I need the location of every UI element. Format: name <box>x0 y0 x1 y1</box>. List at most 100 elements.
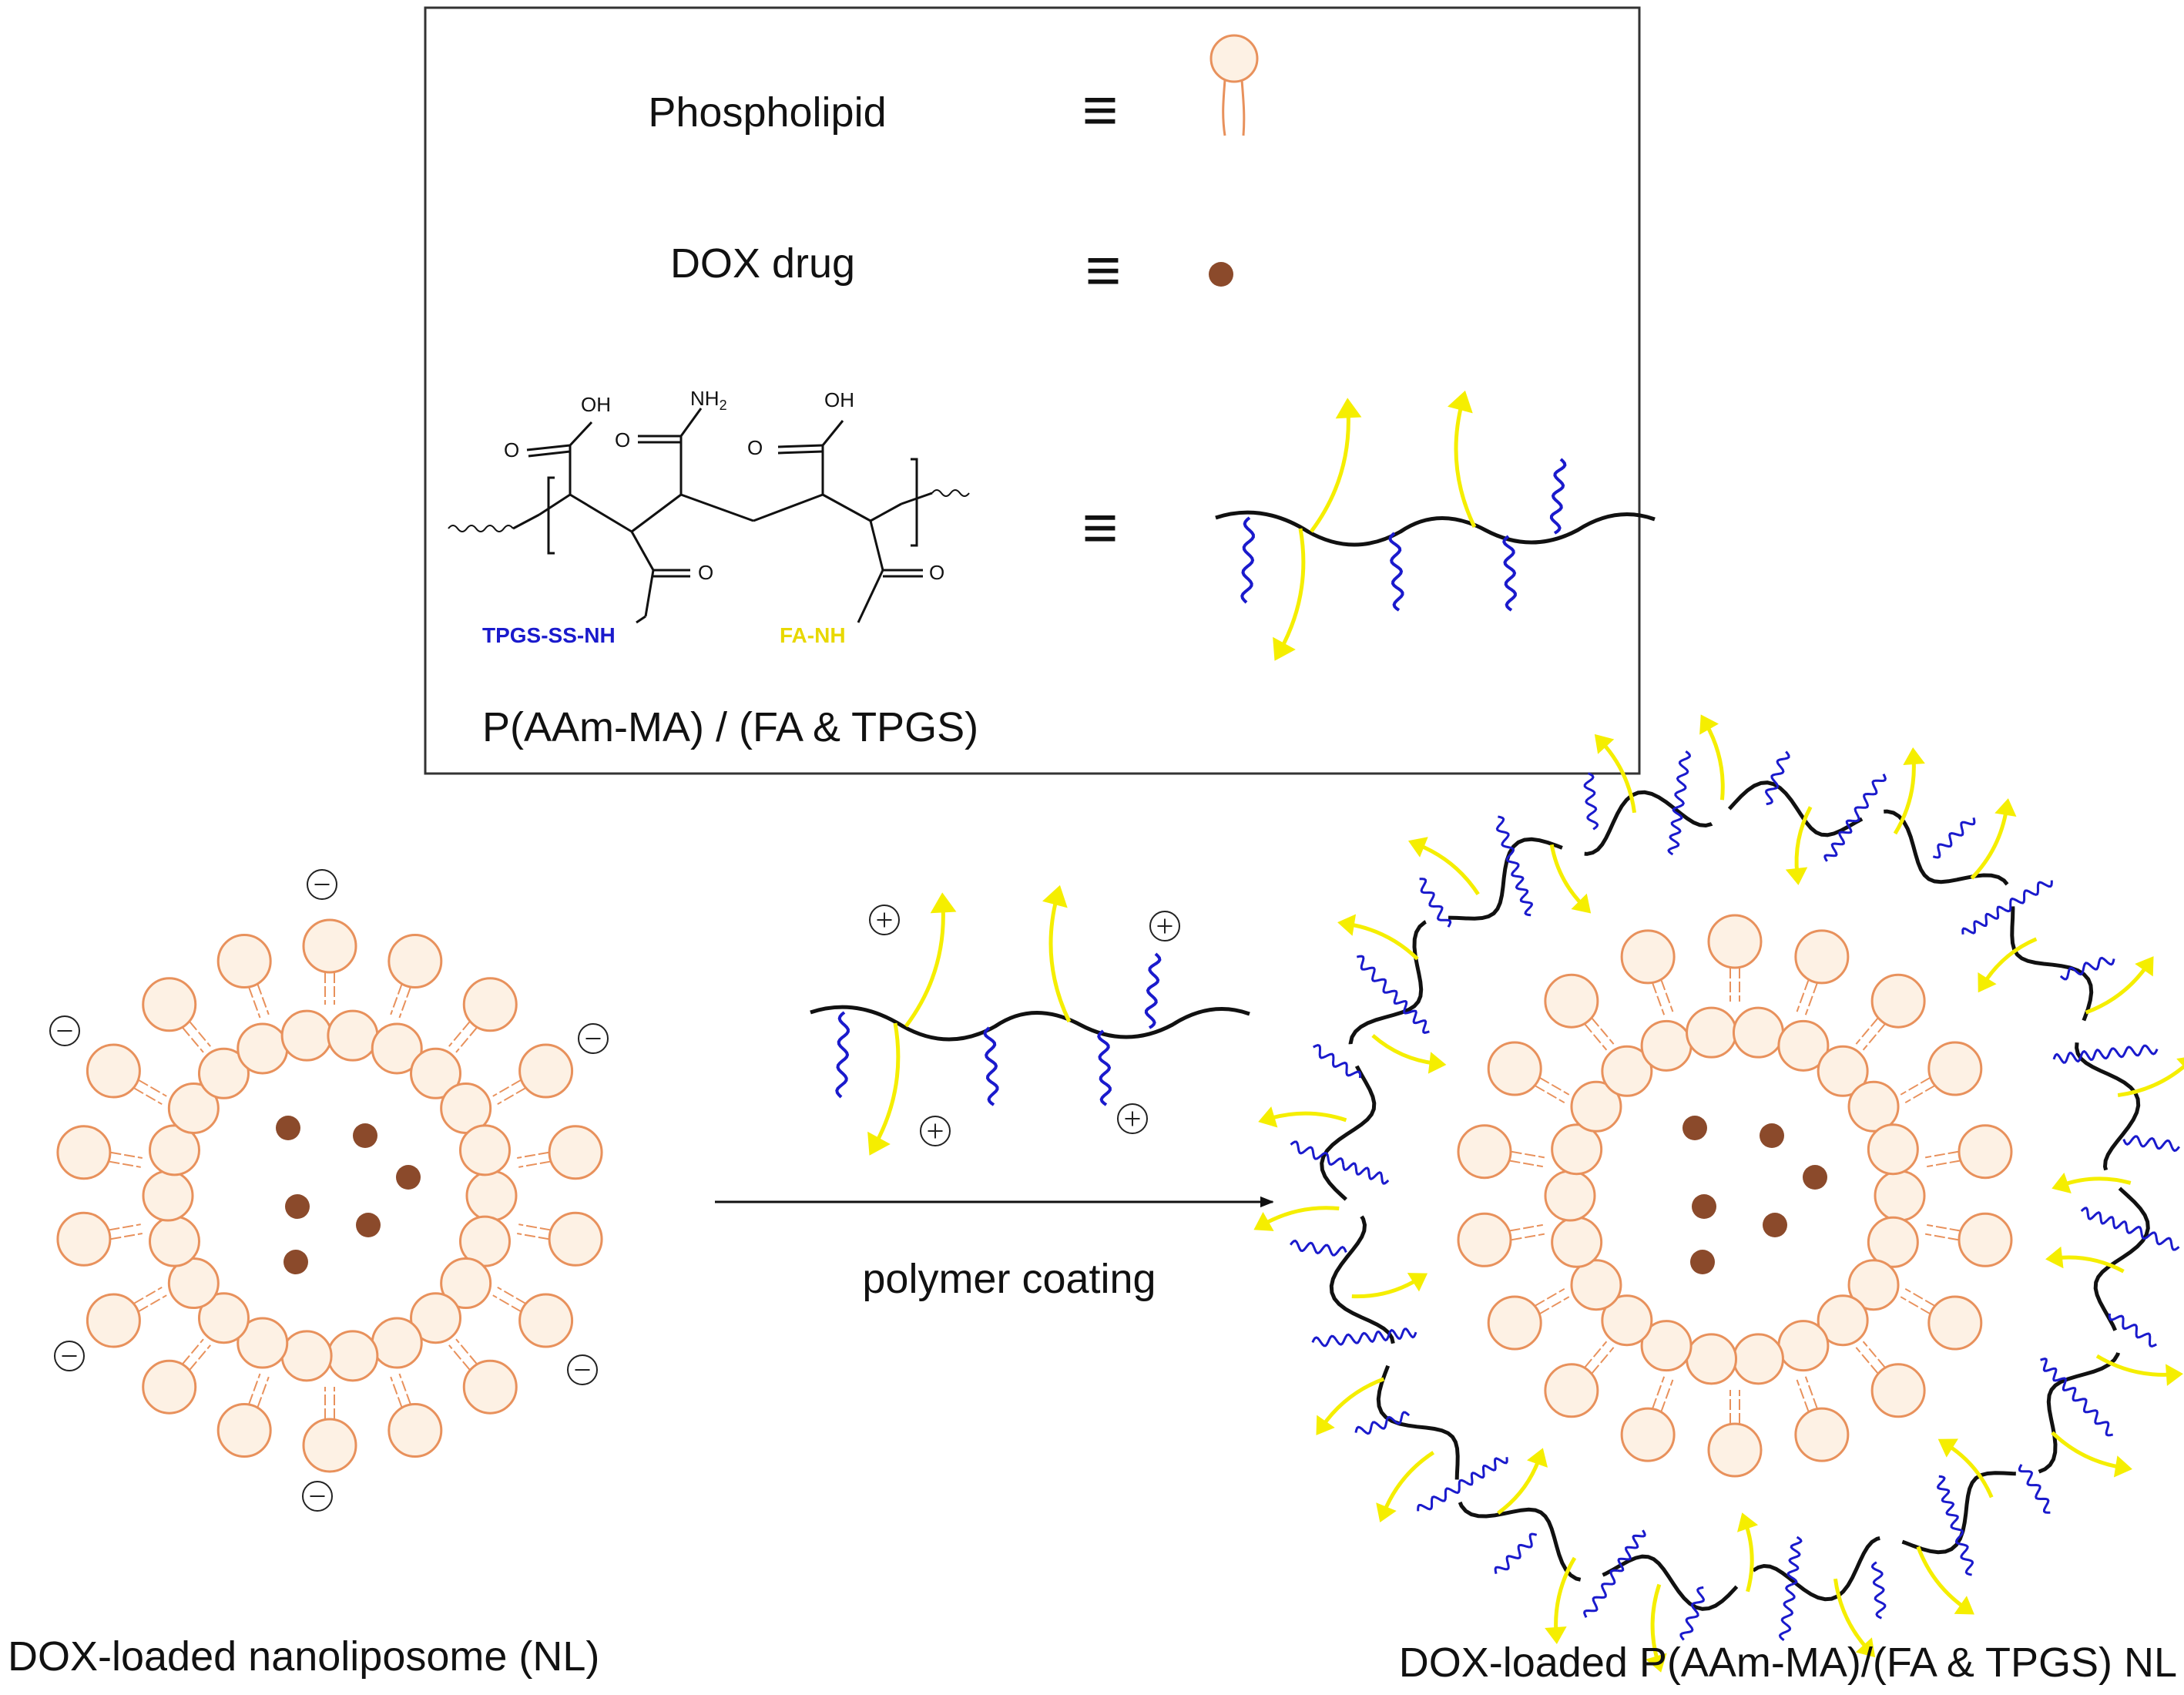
coating-polymer <box>810 884 1250 1156</box>
lipid-head <box>1544 973 1599 1029</box>
lipid-tail <box>109 1223 141 1231</box>
fa-ligand-arrow <box>2085 956 2154 1015</box>
fa-ligand-arrowhead <box>1737 1512 1759 1532</box>
lipid-tail <box>138 1079 167 1097</box>
lipid-heads <box>56 918 603 1473</box>
fa-ligand-arrow <box>2117 1057 2184 1098</box>
lipid-head <box>167 1082 220 1134</box>
lipid-head <box>1927 1295 1983 1351</box>
fa-ligand-arrow <box>1970 798 2017 880</box>
lipid-head <box>1209 34 1259 83</box>
lipid-head <box>518 1293 574 1348</box>
tpgs-chain <box>1290 1140 1345 1166</box>
tpgs-chain <box>1240 516 1255 604</box>
lipid-tail <box>1660 1379 1674 1412</box>
fa-ligand-stem <box>1347 921 1419 961</box>
tpgs-chain <box>2059 956 2115 981</box>
lipid-tail <box>1924 1233 1959 1241</box>
tpgs-chain <box>1313 1044 1362 1079</box>
equiv-symbol: ≡ <box>1082 76 1119 144</box>
lipid-head <box>1777 1320 1830 1372</box>
fa-ligand-stem <box>1371 1034 1437 1066</box>
fa-ligand-arrow <box>2045 1246 2125 1274</box>
negative-charge-icon <box>302 1481 333 1512</box>
dox-drugs-core <box>276 1116 421 1274</box>
fa-ligand-stem <box>1261 1206 1340 1227</box>
o-label: O <box>698 561 713 584</box>
fa-ligand-arrowhead <box>1042 884 1068 908</box>
tpgs-chain <box>1786 1536 1803 1586</box>
lipid-head <box>410 1047 462 1099</box>
lipid-head <box>1601 1045 1653 1097</box>
fa-ligand-arrowhead <box>1903 747 1925 765</box>
positive-charges <box>869 905 1180 1146</box>
tpgs-chain <box>1367 1327 1417 1343</box>
fa-ligand-stem <box>1945 1442 1994 1499</box>
positive-charge-icon <box>1149 911 1180 941</box>
lipid-head <box>280 1330 333 1382</box>
fa-ligand-arrowhead <box>1335 398 1362 419</box>
lipid-tail <box>448 1021 471 1047</box>
polymer-name-label: P(AAm-MA) / (FA & TPGS) <box>482 704 978 750</box>
lipid-tail <box>1862 1341 1886 1368</box>
lipid-head <box>142 1170 194 1222</box>
lipid-head <box>1487 1041 1542 1096</box>
dox-drug-dot <box>356 1213 381 1237</box>
fa-ligand-arrowhead <box>2176 1057 2184 1067</box>
fa-ligand-arrow <box>1273 528 1306 661</box>
lipid-tail <box>1904 1287 1935 1307</box>
phospholipid-label: Phospholipid <box>648 89 886 136</box>
legend-box: Phospholipid ≡ DOX drug ≡ <box>424 6 1656 775</box>
lipid-tail <box>1240 79 1246 136</box>
fa-ligand-arrowhead <box>2113 1455 2132 1478</box>
lipid-head <box>1544 1170 1596 1222</box>
fa-ligand-arrow <box>1253 1206 1340 1231</box>
fa-ligand-stem <box>1381 1451 1435 1514</box>
lipid-tail <box>1535 1085 1565 1104</box>
lipid-head <box>1707 914 1763 969</box>
tpgs-chain <box>1097 1029 1112 1106</box>
fa-ligand-arrow <box>867 1022 901 1156</box>
fa-ligand-arrow <box>1785 806 1813 885</box>
tpgs-ss-nh-label: TPGS-SS-NH <box>482 623 616 647</box>
equiv-symbol: ≡ <box>1082 493 1119 562</box>
lipid-tail <box>1900 1076 1931 1096</box>
lipid-head <box>327 1330 379 1382</box>
lipid-head <box>1601 1294 1653 1347</box>
lipid-head <box>462 1359 518 1415</box>
lipid-tail <box>133 1087 163 1106</box>
lipid-tail <box>133 1286 163 1304</box>
lipid-head <box>1867 1123 1919 1176</box>
fa-ligand-stem <box>1833 1578 1870 1652</box>
fa-ligand-arrow <box>1978 937 2038 993</box>
negative-charges <box>49 869 609 1512</box>
fa-ligand-stem <box>2117 1063 2184 1098</box>
fa-ligand-arrowhead <box>1253 1211 1274 1231</box>
lipid-tail <box>492 1079 522 1097</box>
polymer-chain-icon <box>1215 390 1656 661</box>
tpgs-chain <box>2125 1225 2180 1251</box>
tpgs-chain <box>2052 1049 2102 1064</box>
fa-ligand-arrow <box>1833 1578 1876 1658</box>
fa-ligand-arrowhead <box>2051 1172 2072 1193</box>
fa-ligand-arrow <box>1376 1451 1435 1523</box>
fa-ligand-arrow <box>2051 1431 2132 1478</box>
lipid-head <box>149 1215 201 1267</box>
lipid-head <box>302 918 357 974</box>
lipid-head <box>1544 1363 1599 1418</box>
lipid-head <box>1707 1422 1763 1478</box>
lipid-head <box>1686 1333 1738 1385</box>
lipid-head <box>197 1292 250 1344</box>
lipid-head <box>1847 1259 1900 1311</box>
dox-drug-dot <box>1763 1213 1787 1237</box>
lipid-tail <box>455 1338 478 1364</box>
lipid-head <box>280 1009 333 1062</box>
fa-ligand-stem <box>873 1022 901 1146</box>
dox-drug-dot <box>276 1116 300 1140</box>
fa-ligand-arrowhead <box>1855 1637 1876 1658</box>
lipid-head <box>1620 1407 1676 1462</box>
lipid-tail <box>497 1087 526 1106</box>
fa-ligand-arrow <box>1737 1512 1759 1593</box>
lipid-head <box>142 1359 197 1415</box>
lipid-tail <box>1796 979 1810 1012</box>
